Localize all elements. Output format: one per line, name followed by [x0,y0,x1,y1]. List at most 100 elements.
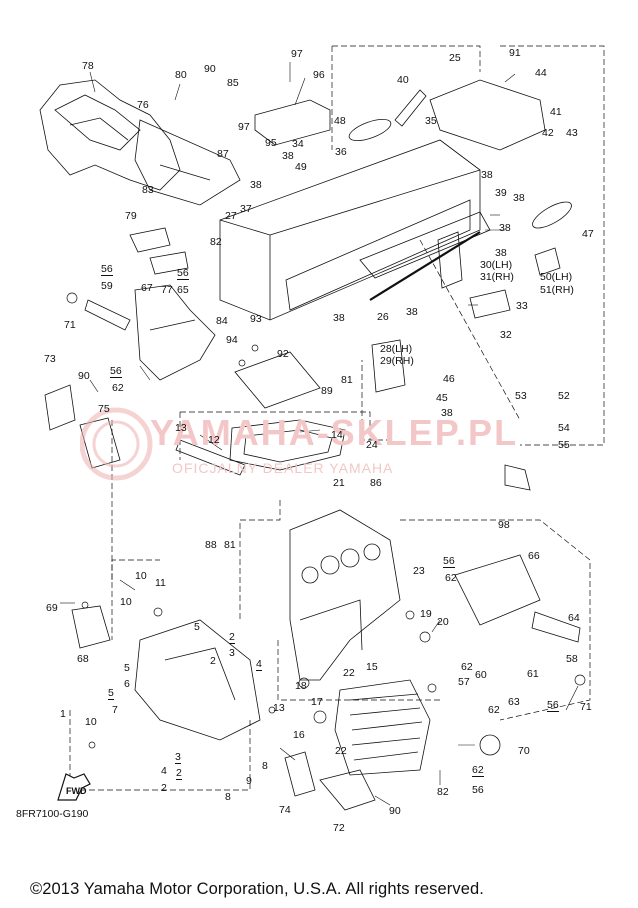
callout-92: 92 [277,348,289,360]
callout-38b: 38 [250,179,262,191]
callout-10a: 10 [135,570,147,582]
callout-6: 6 [124,678,130,690]
callout-56d: 56 [443,555,455,568]
callout-4a: 4 [256,658,262,671]
callout-21: 21 [333,477,345,489]
callout-94: 94 [226,334,238,346]
callout-33: 33 [516,300,528,312]
callout-2d: 2 [161,782,167,794]
callout-52: 52 [558,390,570,402]
callout-22a: 22 [343,667,355,679]
callout-85: 85 [227,77,239,89]
callout-2b: 2 [210,655,216,667]
callout-10b: 10 [120,596,132,608]
callout-26: 26 [377,311,389,323]
callout-5a: 5 [194,621,200,633]
callout-95: 95 [265,137,277,149]
callout-40: 40 [397,74,409,86]
callout-62b: 62 [445,572,457,584]
callout-10c: 10 [85,716,97,728]
callout-61: 61 [527,668,539,680]
callout-38f: 38 [495,247,507,259]
callout-2a: 2 [229,631,235,644]
callout-44: 44 [535,67,547,79]
callout-49: 49 [295,161,307,173]
callout-8b: 8 [225,791,231,803]
callout-72: 72 [333,822,345,834]
callout-66: 66 [528,550,540,562]
callout-88: 88 [205,539,217,551]
callout-62d: 62 [488,704,500,716]
callout-77: 77 [161,284,173,296]
callout-97b: 97 [238,121,250,133]
callout-62c: 62 [461,661,473,673]
diagram-code: 8FR7100-G190 [16,808,89,820]
callout-14: 14 [331,429,343,441]
callout-79: 79 [125,210,137,222]
callout-36: 36 [335,146,347,158]
radiator-15 [334,679,431,776]
callout-9: 9 [246,775,252,787]
callout-38e: 38 [499,222,511,234]
callout-7: 7 [112,704,118,716]
callout-65: 65 [177,284,189,296]
callout-56f: 56 [472,784,484,796]
callout-20: 20 [437,616,449,628]
callout-5c: 5 [108,687,114,700]
callout-3a: 3 [229,647,235,659]
watermark-tagline: OFICJALNY DEALER YAMAHA [172,460,394,476]
callout-45: 45 [436,392,448,404]
callout-3b: 3 [175,751,181,764]
callout-11: 11 [155,577,166,589]
callout-58: 58 [566,653,578,665]
callout-2c: 2 [176,767,182,780]
callout-90b: 90 [78,370,90,382]
callout-27: 27 [225,210,237,222]
callout-97a: 97 [291,48,303,60]
callout-23: 23 [413,565,425,577]
callout-71b: 71 [580,701,592,713]
callout-98: 98 [498,519,510,531]
callout-39: 39 [495,187,507,199]
callout-81a: 81 [341,374,353,386]
front-cowl-part [39,79,181,191]
callout-4b: 4 [161,765,167,777]
callout-38g: 38 [333,312,345,324]
callout-12: 12 [208,434,220,446]
plate-14 [229,419,346,471]
callout-75: 75 [98,403,110,415]
callout-81b: 81 [224,539,236,551]
callout-29: 29(RH) [380,355,414,367]
callout-74: 74 [279,804,291,816]
callout-56e: 56 [547,699,559,712]
callout-38d: 38 [513,192,525,204]
callout-62a: 62 [112,382,124,394]
callout-71a: 71 [64,319,76,331]
callout-63: 63 [508,696,520,708]
callout-38i: 38 [441,407,453,419]
dealer-watermark-logo [80,407,153,481]
callout-96: 96 [313,69,325,81]
leader-lines [60,62,579,806]
callout-13a: 13 [175,422,187,434]
callout-48: 48 [334,115,346,127]
callout-83: 83 [142,184,154,196]
callout-22b: 22 [335,745,347,757]
callout-82a: 82 [210,236,222,248]
callout-18: 18 [295,680,307,692]
callout-5b: 5 [124,662,130,674]
callout-60: 60 [475,669,487,681]
dashed-group-outlines [69,45,605,791]
callout-19: 19 [420,608,432,620]
callout-55: 55 [558,439,570,451]
callout-78: 78 [82,60,94,72]
callout-32: 32 [500,329,512,341]
callout-62e: 62 [472,764,484,777]
callout-53: 53 [515,390,527,402]
watermark-brand: YAMAHA-SKLEP.PL [150,412,519,453]
callout-80: 80 [175,69,187,81]
callout-56c: 56 [110,365,122,378]
callout-8a: 8 [262,760,268,772]
fwd-label: FWD [66,786,87,796]
